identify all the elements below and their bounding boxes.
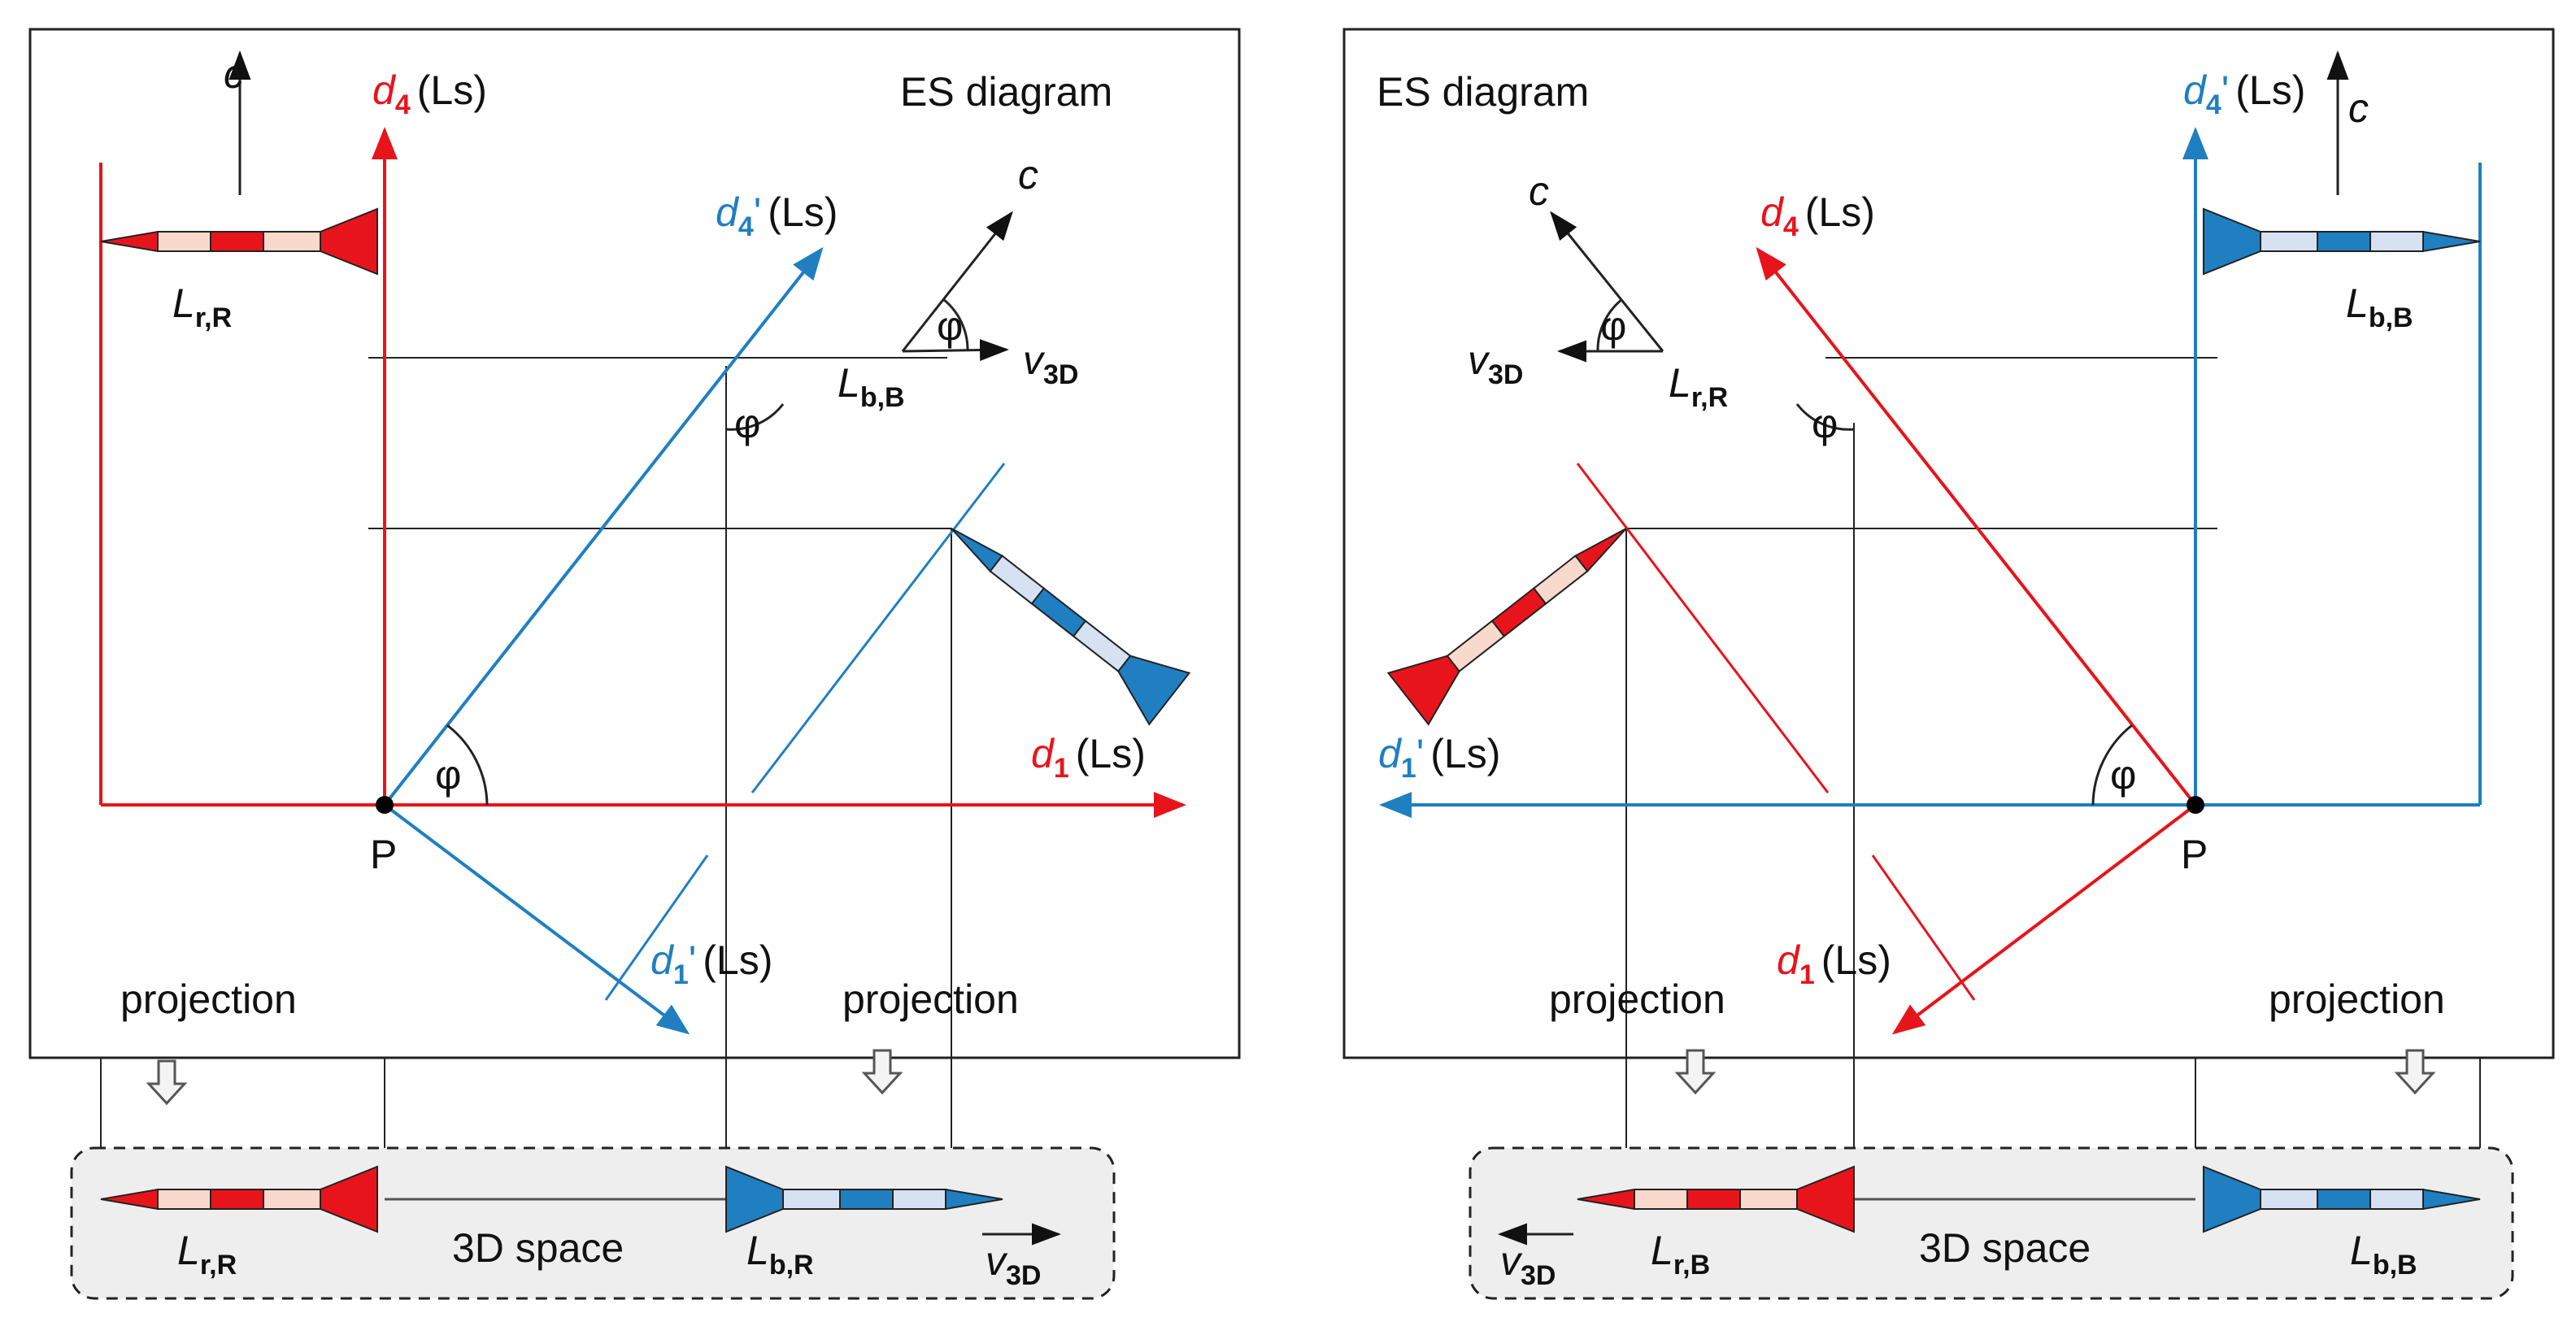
right-rocket-blue-top-label: Lb,B [2346,280,2413,333]
left-triangle-v3d-label: v3D [1023,337,1078,390]
left-triangle-c-label: c [1018,152,1038,198]
right-origin-label: P [2181,832,2208,877]
left-origin-phi-label: φ [435,752,461,798]
right-space-rocket-right-label: Lb,B [2350,1228,2417,1281]
right-axis-d4 [1756,246,2197,807]
left-phi-arc-triangle [942,298,969,352]
right-c-diagonal-arrow [1550,211,1664,352]
right-panel-frame [1342,28,2555,1059]
left-triangle-phi-label: φ [937,303,963,349]
left-d4-label: d4(Ls) [372,67,487,120]
right-c-label: c [2348,85,2369,131]
right-rocket-red-tilted-label: Lr,R [1669,360,1728,413]
left-space-rocket-right-label: Lb,R [746,1228,814,1281]
right-triangle-phi-label: φ [1600,303,1626,349]
right-red-axes [1576,246,2197,1035]
right-projection-left-label: projection [1549,976,1725,1022]
right-d4p-label: d4'(Ls) [2183,67,2305,120]
left-projection-left-label: projection [120,976,297,1022]
left-projection-arrow-left [147,1059,186,1105]
right-origin-phi-label: φ [2110,752,2136,798]
left-blue-axes [383,246,1006,1035]
left-d1-label: d1(Ls) [1031,731,1146,784]
right-space-label: 3D space [1919,1225,2091,1271]
left-space-rocket-left-label: Lr,R [177,1228,237,1281]
left-axis-d4p [383,246,824,807]
right-phi-arc-rocket [1795,403,1855,431]
right-d1-label: d1(Ls) [1777,937,1891,990]
left-rocket-blue-tilted-label: Lb,B [838,360,905,413]
left-worldline [751,463,1006,794]
left-phi-arc-origin [446,724,489,806]
left-panel-frame [28,28,1241,1059]
right-worldline-lower [1871,854,1976,1001]
right-space-rocket-left-label: Lr,B [1651,1228,1710,1281]
left-phi-arc-rocket [725,403,785,431]
right-space-box [1469,1146,2514,1300]
right-title: ES diagram [1377,69,1589,115]
left-helper-lines [100,357,952,1148]
left-c-diagonal-arrow [901,211,1013,352]
right-projection-right-label: projection [2269,976,2445,1022]
right-triangle-c-label: c [1529,168,1549,214]
left-rocket-phi-label: φ [734,401,760,446]
right-phi-arc-triangle [1596,298,1623,352]
left-origin-label: P [370,832,397,877]
right-d4-label: d4(Ls) [1760,189,1875,242]
right-panel: ES diagram c d4'(Ls) d4(Ls) c φ v3D Lb,B… [1342,28,2555,1300]
right-blue-axes [1379,127,2482,818]
left-d4p-label: d4'(Ls) [716,189,838,242]
left-axis-d1p [383,803,690,1035]
left-title: ES diagram [900,69,1112,115]
right-space-v3d-label: v3D [1500,1238,1556,1291]
left-d1p-label: d1'(Ls) [651,937,772,990]
left-c-label: c [224,51,244,97]
left-v3d-arrow [902,339,1009,362]
left-origin-point [376,796,394,814]
left-space-label: 3D space [452,1225,624,1271]
left-panel: ES diagram c d4(Ls) d4'(Ls) c φ v3D Lr,R… [28,28,1241,1300]
left-space-v3d-label: v3D [986,1238,1041,1291]
right-origin-point [2187,796,2204,814]
right-phi-arc-origin [2091,724,2133,806]
right-triangle-v3d-label: v3D [1468,337,1523,390]
right-axis-d1 [1891,803,2197,1035]
right-worldline [1576,463,1830,794]
left-rocket-red-top-label: Lr,R [172,280,232,333]
left-red-axes [99,127,1186,818]
right-d1p-label: d1'(Ls) [1378,731,1500,784]
left-worldline-lower [604,854,709,1001]
left-projection-right-label: projection [842,976,1019,1022]
right-helper-lines [1625,357,2481,1148]
right-rocket-phi-label: φ [1812,401,1838,446]
